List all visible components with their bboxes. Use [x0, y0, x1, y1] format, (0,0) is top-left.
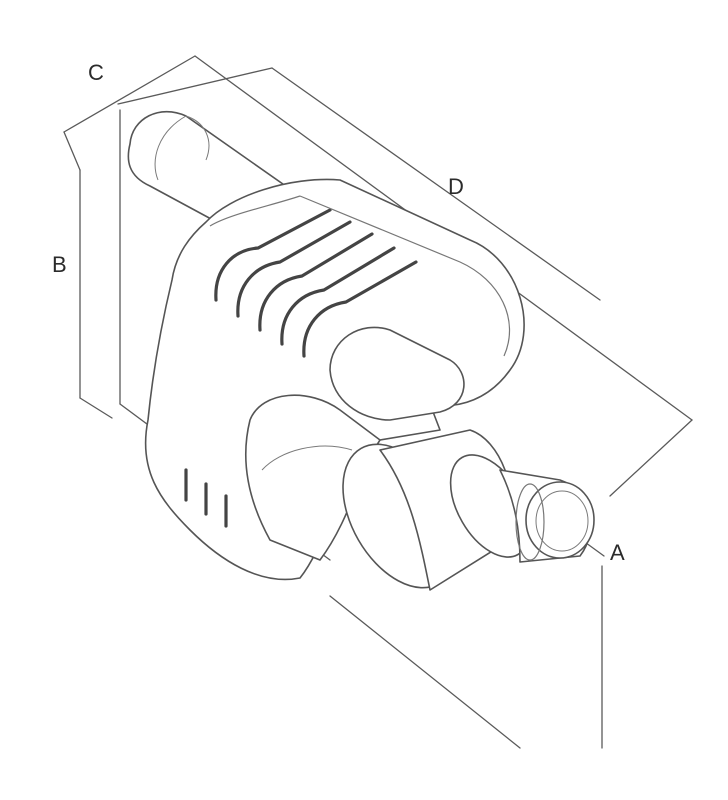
- dimension-d-label: D: [448, 174, 464, 199]
- dimension-a-base-line: [329, 595, 521, 749]
- outlet-mouth-inner: [535, 490, 589, 552]
- ribs-lower: [184, 468, 228, 528]
- dimension-d-extension: [271, 67, 601, 301]
- dimension-d-end-tick: [609, 419, 693, 497]
- dimension-b-label: B: [52, 252, 67, 277]
- elbow-seam: [261, 445, 353, 471]
- dimension-b-top-tick: [63, 131, 81, 171]
- fitting-body: [127, 111, 595, 591]
- top-spigot-edge: [154, 115, 187, 181]
- outlet-ring: [515, 483, 545, 561]
- dimension-c-line: [63, 55, 196, 133]
- dimension-c-extension: [117, 67, 273, 105]
- top-spigot-rim: [185, 115, 210, 161]
- end-cap: [329, 326, 465, 421]
- dimension-c-label: C: [88, 60, 104, 85]
- dimension-a-label: A: [610, 540, 625, 565]
- ribs-upper: [209, 195, 511, 358]
- dimension-b-bottom-tick: [79, 397, 113, 419]
